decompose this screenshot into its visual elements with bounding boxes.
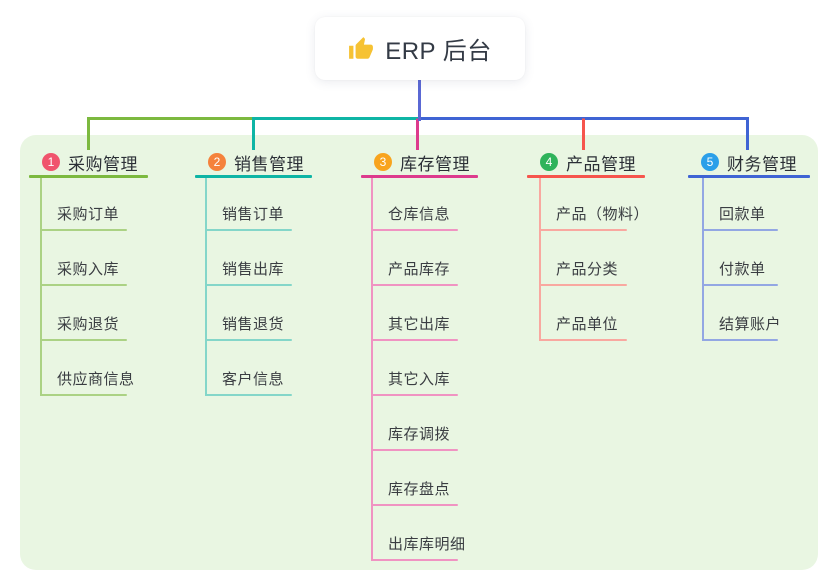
child-label: 客户信息	[222, 371, 285, 388]
branch-label: 销售管理	[234, 154, 304, 174]
child-node[interactable]: 付款单	[702, 257, 778, 286]
branch-spine-line	[702, 178, 704, 341]
child-underline	[702, 284, 778, 286]
child-label: 销售出库	[222, 261, 285, 278]
child-label: 其它入库	[388, 371, 451, 388]
child-underline	[539, 284, 627, 286]
child-label: 产品分类	[556, 261, 619, 278]
child-label: 库存盘点	[388, 481, 451, 498]
child-label: 销售订单	[222, 206, 285, 223]
child-label: 结算账户	[719, 316, 782, 333]
branch-number-badge: 5	[701, 153, 719, 171]
child-label: 其它出库	[388, 316, 451, 333]
child-underline	[40, 394, 127, 396]
child-underline	[205, 339, 292, 341]
child-label: 采购退货	[57, 316, 120, 333]
branch-header[interactable]: 2 销售管理	[195, 151, 312, 174]
child-underline	[371, 394, 458, 396]
branch-label: 采购管理	[68, 154, 138, 174]
branch-underline	[29, 175, 148, 178]
child-label: 出库库明细	[388, 536, 466, 553]
branch-number-badge: 2	[208, 153, 226, 171]
root-label: ERP 后台	[385, 38, 492, 65]
child-node[interactable]: 销售退货	[205, 312, 292, 341]
child-underline	[371, 339, 458, 341]
branch-spine-line	[371, 178, 373, 561]
child-node[interactable]: 产品单位	[539, 312, 627, 341]
branch-number-badge: 3	[374, 153, 392, 171]
child-label: 采购入库	[57, 261, 120, 278]
branch-underline	[688, 175, 810, 178]
child-label: 采购订单	[57, 206, 120, 223]
child-label: 销售退货	[222, 316, 285, 333]
child-node[interactable]: 回款单	[702, 202, 778, 231]
child-underline	[40, 284, 127, 286]
child-node[interactable]: 产品分类	[539, 257, 627, 286]
child-label: 仓库信息	[388, 206, 451, 223]
child-underline	[371, 559, 458, 561]
child-underline	[40, 229, 127, 231]
branch-header[interactable]: 1 采购管理	[29, 151, 148, 174]
child-underline	[371, 449, 458, 451]
child-label: 付款单	[719, 261, 766, 278]
branch-header[interactable]: 4 产品管理	[527, 151, 645, 174]
thumbs-up-icon	[348, 36, 374, 62]
child-node[interactable]: 采购入库	[40, 257, 127, 286]
child-underline	[539, 229, 627, 231]
child-node[interactable]: 库存盘点	[371, 477, 458, 506]
child-label: 回款单	[719, 206, 766, 223]
child-underline	[371, 284, 458, 286]
child-node[interactable]: 库存调拨	[371, 422, 458, 451]
branch-header[interactable]: 3 库存管理	[361, 151, 478, 174]
child-label: 库存调拨	[388, 426, 451, 443]
branch-label: 财务管理	[727, 154, 797, 174]
root-node[interactable]: ERP 后台	[315, 17, 525, 80]
child-node[interactable]: 采购订单	[40, 202, 127, 231]
child-underline	[205, 284, 292, 286]
child-underline	[371, 229, 458, 231]
child-underline	[539, 339, 627, 341]
branches-panel	[20, 135, 818, 570]
child-node[interactable]: 其它入库	[371, 367, 458, 396]
child-node[interactable]: 销售订单	[205, 202, 292, 231]
branch-label: 产品管理	[566, 154, 636, 174]
child-node[interactable]: 供应商信息	[40, 367, 134, 396]
child-node[interactable]: 产品（物料）	[539, 202, 649, 231]
branch-label: 库存管理	[400, 154, 470, 174]
child-underline	[205, 394, 292, 396]
child-node[interactable]: 其它出库	[371, 312, 458, 341]
branch-spine-line	[40, 178, 42, 396]
branch-underline	[195, 175, 312, 178]
branch-number-badge: 4	[540, 153, 558, 171]
child-node[interactable]: 采购退货	[40, 312, 127, 341]
child-underline	[702, 339, 778, 341]
branch-underline	[527, 175, 645, 178]
child-node[interactable]: 出库库明细	[371, 532, 465, 561]
child-node[interactable]: 产品库存	[371, 257, 458, 286]
branch-header[interactable]: 5 财务管理	[688, 151, 810, 174]
child-node[interactable]: 结算账户	[702, 312, 782, 341]
child-underline	[371, 504, 458, 506]
child-underline	[205, 229, 292, 231]
branch-spine-line	[539, 178, 541, 341]
child-node[interactable]: 销售出库	[205, 257, 292, 286]
child-underline	[40, 339, 127, 341]
child-label: 供应商信息	[57, 371, 135, 388]
child-node[interactable]: 仓库信息	[371, 202, 458, 231]
child-label: 产品单位	[556, 316, 619, 333]
branch-spine-line	[205, 178, 207, 396]
branch-number-badge: 1	[42, 153, 60, 171]
child-label: 产品库存	[388, 261, 451, 278]
child-label: 产品（物料）	[556, 206, 650, 223]
child-node[interactable]: 客户信息	[205, 367, 292, 396]
child-underline	[702, 229, 778, 231]
branch-underline	[361, 175, 478, 178]
